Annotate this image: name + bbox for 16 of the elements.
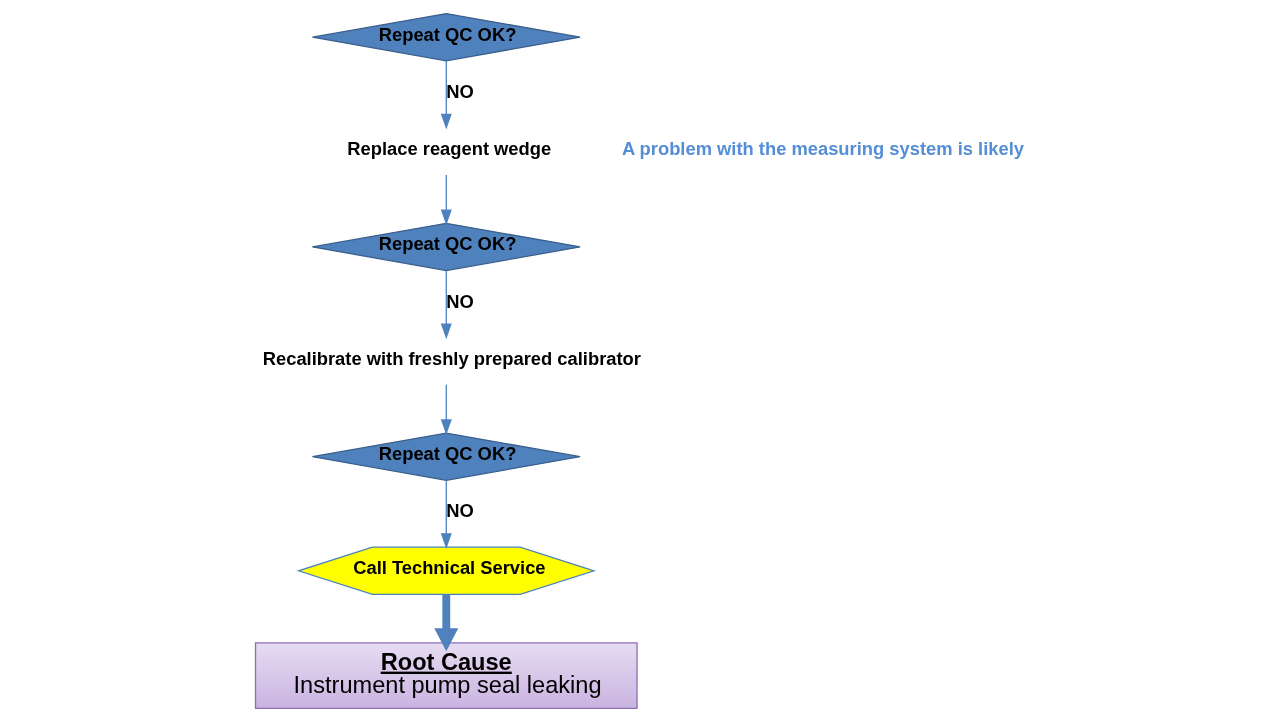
node-diamond: Repeat QC OK?: [311, 432, 581, 481]
node-text: Replace reagent wedge: [346, 137, 551, 159]
node-diamond: Repeat QC OK?: [311, 12, 581, 62]
node-diamond: Repeat QC OK?: [311, 222, 581, 272]
arrow: [440, 384, 452, 436]
arrow: [440, 270, 452, 340]
edge-label: NO: [445, 500, 474, 522]
arrow: [440, 479, 452, 549]
arrow: [433, 594, 458, 652]
label: A problem with the measuring system is likely: [621, 137, 1024, 159]
node-text: Recalibrate with freshly prepared calibrator: [262, 347, 641, 369]
edge-label: NO: [445, 290, 474, 312]
node-box: Root Cause Instrument pump seal leaking: [254, 642, 638, 710]
edge-label: NO: [445, 80, 474, 102]
arrow: [440, 60, 452, 130]
arrow: [440, 174, 452, 226]
